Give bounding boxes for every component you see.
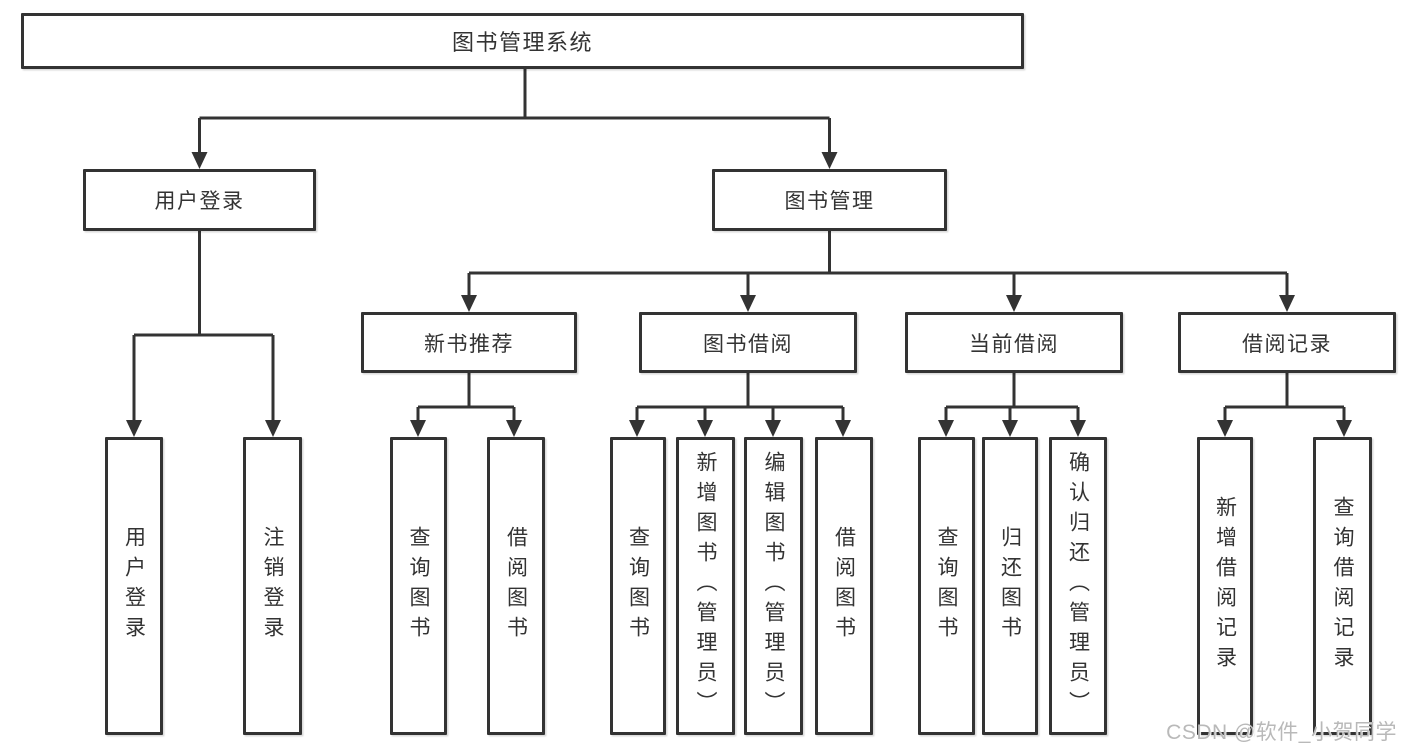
leaf-query-borrow-record: 查询借阅记录 xyxy=(1313,437,1372,735)
leaf-label: 借阅图书 xyxy=(504,526,528,646)
node-library-management-system: 图书管理系统 xyxy=(21,13,1024,69)
node-label: 图书管理系统 xyxy=(451,30,593,55)
node-label: 借阅记录 xyxy=(1242,332,1332,356)
leaf-label: 借阅图书 xyxy=(832,526,856,646)
tree-edges xyxy=(132,69,1346,424)
node-label: 图书借阅 xyxy=(703,332,793,356)
leaf-label: 确认归还（管理员） xyxy=(1066,451,1090,721)
leaf-user-login: 用户登录 xyxy=(105,437,163,735)
leaf-query-books-recommend: 查询图书 xyxy=(390,437,447,735)
leaf-label: 注销登录 xyxy=(261,526,284,646)
leaf-label: 查询图书 xyxy=(935,526,958,646)
node-book-borrowing: 图书借阅 xyxy=(639,312,857,373)
node-user-login: 用户登录 xyxy=(83,169,316,231)
node-book-management: 图书管理 xyxy=(712,169,947,231)
node-borrowing-records: 借阅记录 xyxy=(1178,312,1396,373)
leaf-label: 编辑图书（管理员） xyxy=(762,451,785,721)
leaf-label: 查询借阅记录 xyxy=(1331,496,1354,676)
leaf-return-books: 归还图书 xyxy=(982,437,1038,735)
leaf-logout: 注销登录 xyxy=(243,437,302,735)
leaf-confirm-return-admin: 确认归还（管理员） xyxy=(1049,437,1107,735)
leaf-label: 用户登录 xyxy=(122,526,146,646)
leaf-label: 查询图书 xyxy=(407,526,430,646)
leaf-add-borrow-record: 新增借阅记录 xyxy=(1197,437,1253,735)
leaf-label: 查询图书 xyxy=(626,526,650,646)
node-label: 新书推荐 xyxy=(424,332,514,356)
node-label: 图书管理 xyxy=(784,190,875,213)
leaf-query-books-borrowing: 查询图书 xyxy=(610,437,666,735)
leaf-borrow-books: 借阅图书 xyxy=(815,437,873,735)
leaf-label: 新增借阅记录 xyxy=(1213,496,1237,676)
leaf-add-books-admin: 新增图书（管理员） xyxy=(676,437,735,735)
leaf-query-books-current: 查询图书 xyxy=(918,437,975,735)
csdn-watermark: CSDN @软件_小贺同学 xyxy=(1166,721,1397,744)
leaf-edit-books-admin: 编辑图书（管理员） xyxy=(744,437,803,735)
leaf-borrow-books-recommend: 借阅图书 xyxy=(487,437,545,735)
node-current-borrowing: 当前借阅 xyxy=(905,312,1123,373)
leaf-label: 归还图书 xyxy=(998,526,1022,646)
node-label: 当前借阅 xyxy=(969,332,1059,356)
node-label: 用户登录 xyxy=(154,190,245,213)
node-new-book-recommendation: 新书推荐 xyxy=(361,312,577,373)
leaf-label: 新增图书（管理员） xyxy=(694,451,717,721)
